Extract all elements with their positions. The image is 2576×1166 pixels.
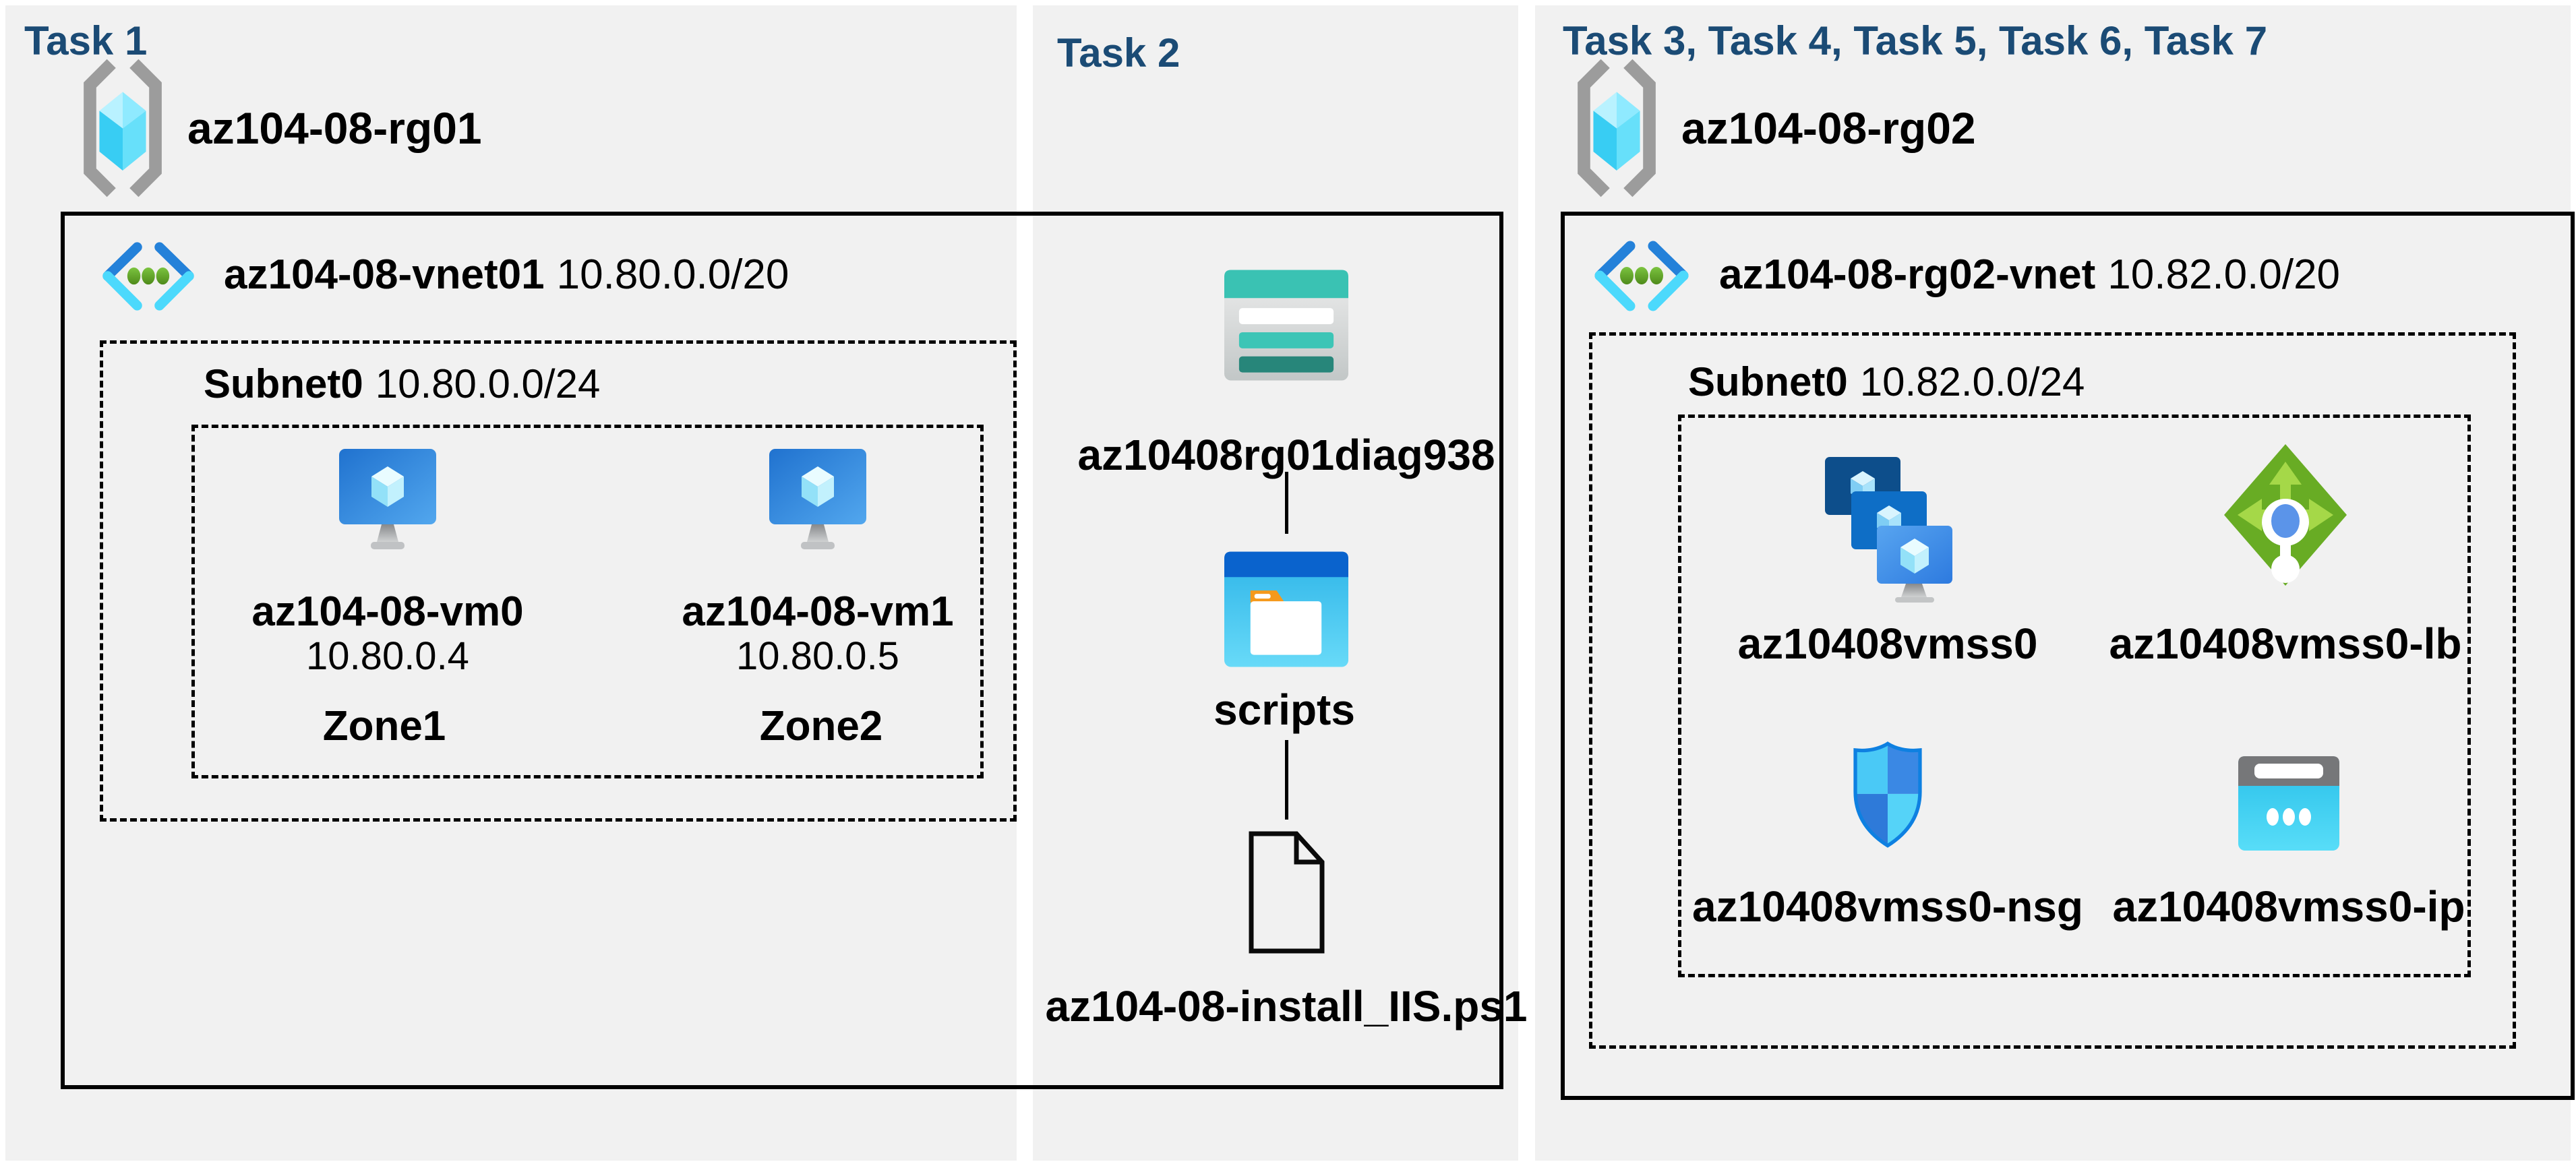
storage-account-icon	[1224, 270, 1348, 381]
virtual-machine-icon	[339, 449, 436, 549]
blob-container-icon	[1224, 551, 1348, 667]
subnet2-cidr: 10.82.0.0/24	[1859, 359, 2085, 404]
virtual-network-icon	[1594, 241, 1689, 311]
script-file-icon	[1249, 831, 1325, 954]
storage-account-label: az10408rg01diag938	[1077, 431, 1495, 479]
nsg-icon	[1853, 741, 1922, 848]
task3-panel	[1535, 5, 2571, 1161]
public-ip-icon	[2238, 756, 2339, 851]
connector-line	[1285, 472, 1288, 534]
task1-subnet-box	[100, 340, 1017, 822]
container-label: scripts	[1214, 685, 1355, 734]
vm-scale-set-icon	[1825, 457, 1952, 603]
vnet2-name: az104-08-rg02-vnet	[1719, 251, 2096, 298]
task3-resources-box	[1678, 415, 2471, 977]
task3-title: Task 3, Task 4, Task 5, Task 6, Task 7	[1563, 18, 2268, 63]
vm0-name: az104-08-vm0	[251, 588, 524, 635]
load-balancer-icon	[2224, 444, 2347, 586]
subnet2-name: Subnet0	[1688, 359, 1848, 404]
connector-line	[1285, 740, 1288, 820]
task1-title: Task 1	[24, 18, 148, 63]
public-ip-label: az10408vmss0-ip	[2112, 882, 2465, 931]
task3-subnet-box	[1589, 332, 2516, 1049]
vm1-name: az104-08-vm1	[682, 588, 954, 635]
load-balancer-label: az10408vmss0-lb	[2109, 619, 2462, 668]
vnet1-cidr: 10.80.0.0/20	[556, 251, 789, 298]
subnet1-label: Subnet0 10.80.0.0/24	[204, 361, 600, 407]
nsg-label: az10408vmss0-nsg	[1692, 882, 2083, 931]
virtual-machine-icon	[769, 449, 866, 549]
subnet1-cidr: 10.80.0.0/24	[375, 361, 601, 406]
task1-panel	[5, 5, 1017, 1161]
rg2-label: az104-08-rg02	[1681, 103, 1976, 153]
vm0-ip: 10.80.0.4	[306, 634, 469, 678]
task1-zones-box	[191, 425, 984, 778]
task3-vnet-box	[1561, 212, 2575, 1100]
subnet1-name: Subnet0	[204, 361, 363, 406]
vm0-zone: Zone1	[322, 703, 446, 749]
vm1-zone: Zone2	[759, 703, 883, 749]
rg1-label: az104-08-rg01	[187, 103, 482, 153]
script-file-label: az104-08-install_IIS.ps1	[1045, 982, 1528, 1031]
vnet1-name: az104-08-vnet01	[224, 251, 545, 298]
task1-vnet-box	[61, 212, 1503, 1089]
task2-title: Task 2	[1057, 30, 1180, 75]
vnet2-cidr: 10.82.0.0/20	[2107, 251, 2341, 298]
virtual-network-icon	[102, 242, 194, 311]
vm1-ip: 10.80.0.5	[736, 634, 899, 678]
resource-group-icon	[1578, 59, 1656, 197]
vmss-label: az10408vmss0	[1737, 619, 2038, 668]
resource-group-icon	[84, 59, 162, 197]
